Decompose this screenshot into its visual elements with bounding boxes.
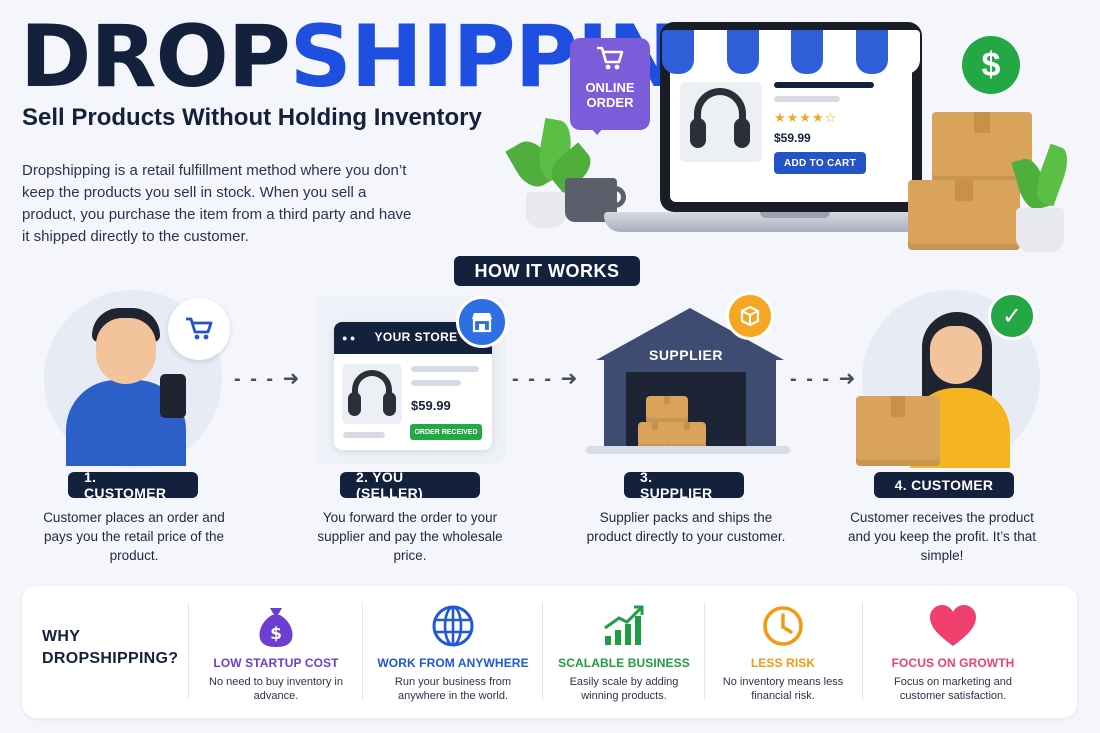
dollar-icon: $ — [962, 36, 1020, 94]
headphones-icon-cup — [348, 392, 361, 416]
divider — [362, 602, 363, 700]
headphones-icon — [352, 370, 392, 408]
package-box-icon — [726, 292, 774, 340]
package-box — [856, 396, 940, 466]
check-icon: ✓ — [988, 292, 1036, 340]
mug-handle — [608, 186, 626, 208]
flow-arrow: - - - ➜ — [790, 368, 858, 390]
warehouse-floor — [586, 446, 790, 454]
window-dots-icon: ● ● — [342, 333, 356, 343]
package-box — [908, 180, 1020, 250]
divider — [542, 602, 543, 700]
benefit-scalable-business: SCALABLE BUSINESS Easily scale by adding… — [548, 600, 700, 704]
step-1-description: Customer places an order and pays you th… — [43, 510, 225, 563]
money-bag-icon: $ — [255, 600, 297, 652]
benefit-less-risk: LESS RISK No inventory means less financ… — [710, 600, 856, 704]
product-desc-line — [774, 96, 840, 102]
storefront-icon — [456, 296, 508, 348]
divider — [704, 602, 705, 700]
store-line — [411, 380, 461, 386]
headphones-icon-cup — [734, 118, 750, 148]
heart-icon — [928, 600, 978, 652]
product-price: $59.99 — [774, 131, 811, 145]
why-title-line1: WHY — [42, 628, 81, 645]
step-1-label: 1. CUSTOMER — [68, 469, 198, 501]
step-3-label: 3. SUPPLIER — [624, 469, 744, 501]
rating-stars: ★★★★☆ — [774, 110, 838, 125]
package-box — [646, 396, 688, 424]
step-3-description: Supplier packs and ships the product dir… — [586, 510, 786, 544]
customer-face — [96, 318, 156, 384]
plant-pot — [1016, 208, 1064, 252]
online-order-tag: ONLINE ORDER — [570, 38, 650, 135]
product-title-line — [774, 82, 874, 88]
plant-pot — [526, 192, 566, 228]
globe-icon — [431, 600, 475, 652]
intro-paragraph: Dropshipping is a retail fulfillment met… — [22, 162, 412, 245]
cart-bubble-icon — [168, 298, 230, 360]
online-order-line1: ONLINE — [585, 80, 635, 95]
clock-icon — [761, 600, 805, 652]
benefit-low-startup-cost: $ LOW STARTUP COST No need to buy invent… — [196, 600, 356, 704]
add-to-cart-button[interactable]: ADD TO CART — [774, 152, 866, 174]
step-2-label: 2. YOU (SELLER) — [340, 469, 480, 501]
headphones-icon-cup — [383, 392, 396, 416]
warehouse-sign: SUPPLIER — [648, 347, 723, 363]
step-2-description: You forward the order to your supplier a… — [317, 510, 503, 563]
laptop-base — [604, 212, 984, 232]
why-title-line2: DROPSHIPPING? — [42, 650, 179, 667]
page-subtitle: Sell Products Without Holding Inventory — [22, 104, 482, 131]
benefit-title: LESS RISK — [750, 656, 816, 670]
svg-text:$: $ — [270, 624, 282, 644]
store-line — [411, 366, 479, 372]
store-title: YOUR STORE — [374, 330, 458, 344]
benefit-description: Run your business from anywhere in the w… — [394, 676, 512, 702]
how-it-works-label: HOW IT WORKS — [454, 256, 640, 286]
benefit-focus-on-growth: FOCUS ON GROWTH Focus on marketing and c… — [868, 600, 1038, 704]
benefit-description: No need to buy inventory in advance. — [209, 676, 343, 702]
benefit-title: FOCUS ON GROWTH — [891, 656, 1015, 670]
customer-face — [930, 326, 982, 384]
benefit-description: No inventory means less financial risk. — [722, 676, 844, 702]
benefit-work-from-anywhere: WORK FROM ANYWHERE Run your business fro… — [370, 600, 536, 704]
package-box — [668, 422, 706, 450]
store-price: $59.99 — [411, 398, 451, 413]
why-title: WHY DROPSHIPPING? — [42, 626, 178, 670]
benefit-title: SCALABLE BUSINESS — [558, 656, 690, 670]
divider — [188, 602, 189, 700]
benefit-title: LOW STARTUP COST — [213, 656, 339, 670]
title-part-drop: DROP — [20, 7, 291, 107]
growth-chart-icon — [601, 600, 647, 652]
headphones-icon-cup — [690, 118, 706, 148]
store-awning — [662, 30, 920, 74]
benefit-description: Easily scale by adding winning products. — [569, 676, 679, 702]
shopping-cart-icon — [570, 44, 650, 80]
why-dropshipping-panel — [22, 586, 1077, 718]
package-box — [638, 422, 672, 450]
step-4-description: Customer receives the product and you ke… — [847, 510, 1037, 563]
headphones-icon — [694, 88, 746, 138]
divider — [862, 602, 863, 700]
benefit-description: Focus on marketing and customer satisfac… — [893, 676, 1012, 702]
laptop-notch — [760, 212, 830, 218]
flow-arrow: - - - ➜ — [234, 368, 302, 390]
order-received-badge: ORDER RECEIVED — [410, 424, 482, 440]
online-order-line2: ORDER — [586, 95, 634, 110]
step-4-label: 4. CUSTOMER — [874, 472, 1014, 498]
benefit-title: WORK FROM ANYWHERE — [377, 656, 529, 670]
phone-icon — [160, 374, 186, 418]
store-line — [343, 432, 385, 438]
flow-arrow: - - - ➜ — [512, 368, 580, 390]
